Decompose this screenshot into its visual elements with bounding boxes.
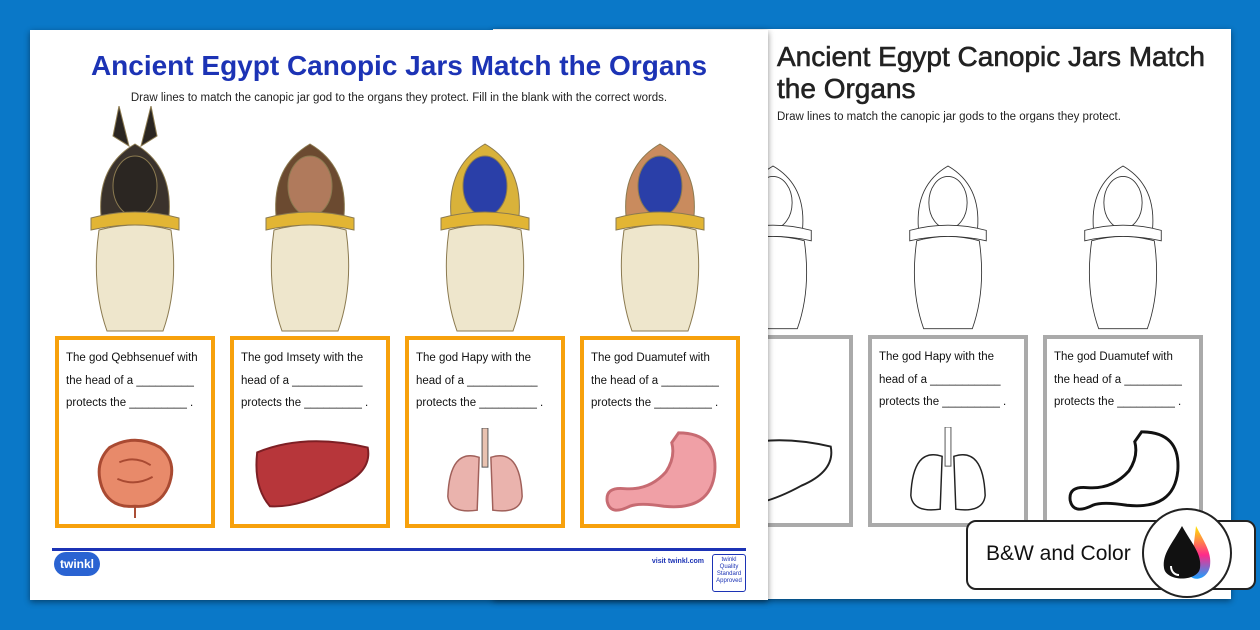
- twinkl-logo: twinkl: [54, 552, 100, 576]
- god-card-duamutef: The god Duamutef with the head of a _____…: [580, 336, 740, 528]
- lungs-icon: [882, 426, 1014, 517]
- card-text: The god Hapy with the: [416, 352, 532, 364]
- card-text: protects the _________ .: [416, 397, 544, 409]
- card-text: protects the _________ .: [241, 397, 369, 409]
- lungs-icon: [419, 427, 551, 518]
- canopic-jar-hapy: [888, 133, 1008, 333]
- liver-icon: [244, 428, 376, 518]
- card-text: The god Qebhsenuef with: [66, 352, 198, 364]
- stomach-icon: [1057, 427, 1189, 517]
- card-text: head of a ___________: [879, 373, 1001, 386]
- god-card-imsety: The god Imsety with the head of a _______…: [230, 336, 390, 528]
- intestines-icon: [69, 428, 201, 518]
- canopic-jar-duamutef: [600, 106, 720, 336]
- god-card-hapy: The god Hapy with the head of a _________…: [868, 335, 1028, 527]
- canopic-jar-imsety: [250, 106, 370, 336]
- canopic-jar-qebhsenuef: [75, 105, 195, 336]
- visit-link: visit twinkl.com: [651, 558, 704, 565]
- card-text: The god Duamutef with: [591, 352, 710, 364]
- card-text: protects the _________ .: [591, 397, 719, 409]
- color-worksheet-preview: The god Qebhsenuef with the head of a ___…: [30, 30, 768, 600]
- quality-badge: twinkl Quality Standard Approved: [712, 554, 746, 592]
- card-text: head of a ___________: [241, 374, 363, 387]
- god-card-duamutef: The god Duamutef with the head of a _____…: [1043, 335, 1203, 527]
- card-text: protects the _________ .: [1054, 396, 1182, 408]
- worksheet-title: Ancient Egypt Canopic Jars Match the Org…: [90, 50, 708, 81]
- card-text: the head of a _________: [1054, 373, 1182, 386]
- worksheet-instructions: Draw lines to match the canopic jar god …: [130, 92, 668, 104]
- bw-worksheet-title: Ancient Egypt Canopic Jars Match the Org…: [777, 41, 1206, 105]
- card-text: The god Imsety with the: [241, 352, 364, 364]
- card-text: the head of a _________: [66, 374, 194, 387]
- card-text: The god Hapy with the: [879, 351, 995, 363]
- footer-divider: [52, 548, 746, 551]
- card-text: protects the _________ .: [66, 397, 194, 409]
- ink-drops-icon: [1142, 508, 1232, 598]
- god-card-qebhsenuef: The god Qebhsenuef with the head of a ___…: [55, 336, 215, 528]
- badge-label: B&W and Color: [986, 542, 1131, 565]
- card-text: protects the _________ .: [879, 396, 1007, 408]
- card-text: the head of a _________: [591, 374, 719, 387]
- god-card-hapy: The god Hapy with the head of a _________…: [405, 336, 565, 528]
- bw-worksheet-instructions: Draw lines to match the canopic jar gods…: [777, 111, 1121, 123]
- stomach-icon: [594, 428, 726, 518]
- canopic-jar-hapy: [425, 106, 545, 336]
- card-text: head of a ___________: [416, 374, 538, 387]
- canopic-jar-duamutef: [1063, 133, 1183, 333]
- card-text: The god Duamutef with: [1054, 351, 1173, 363]
